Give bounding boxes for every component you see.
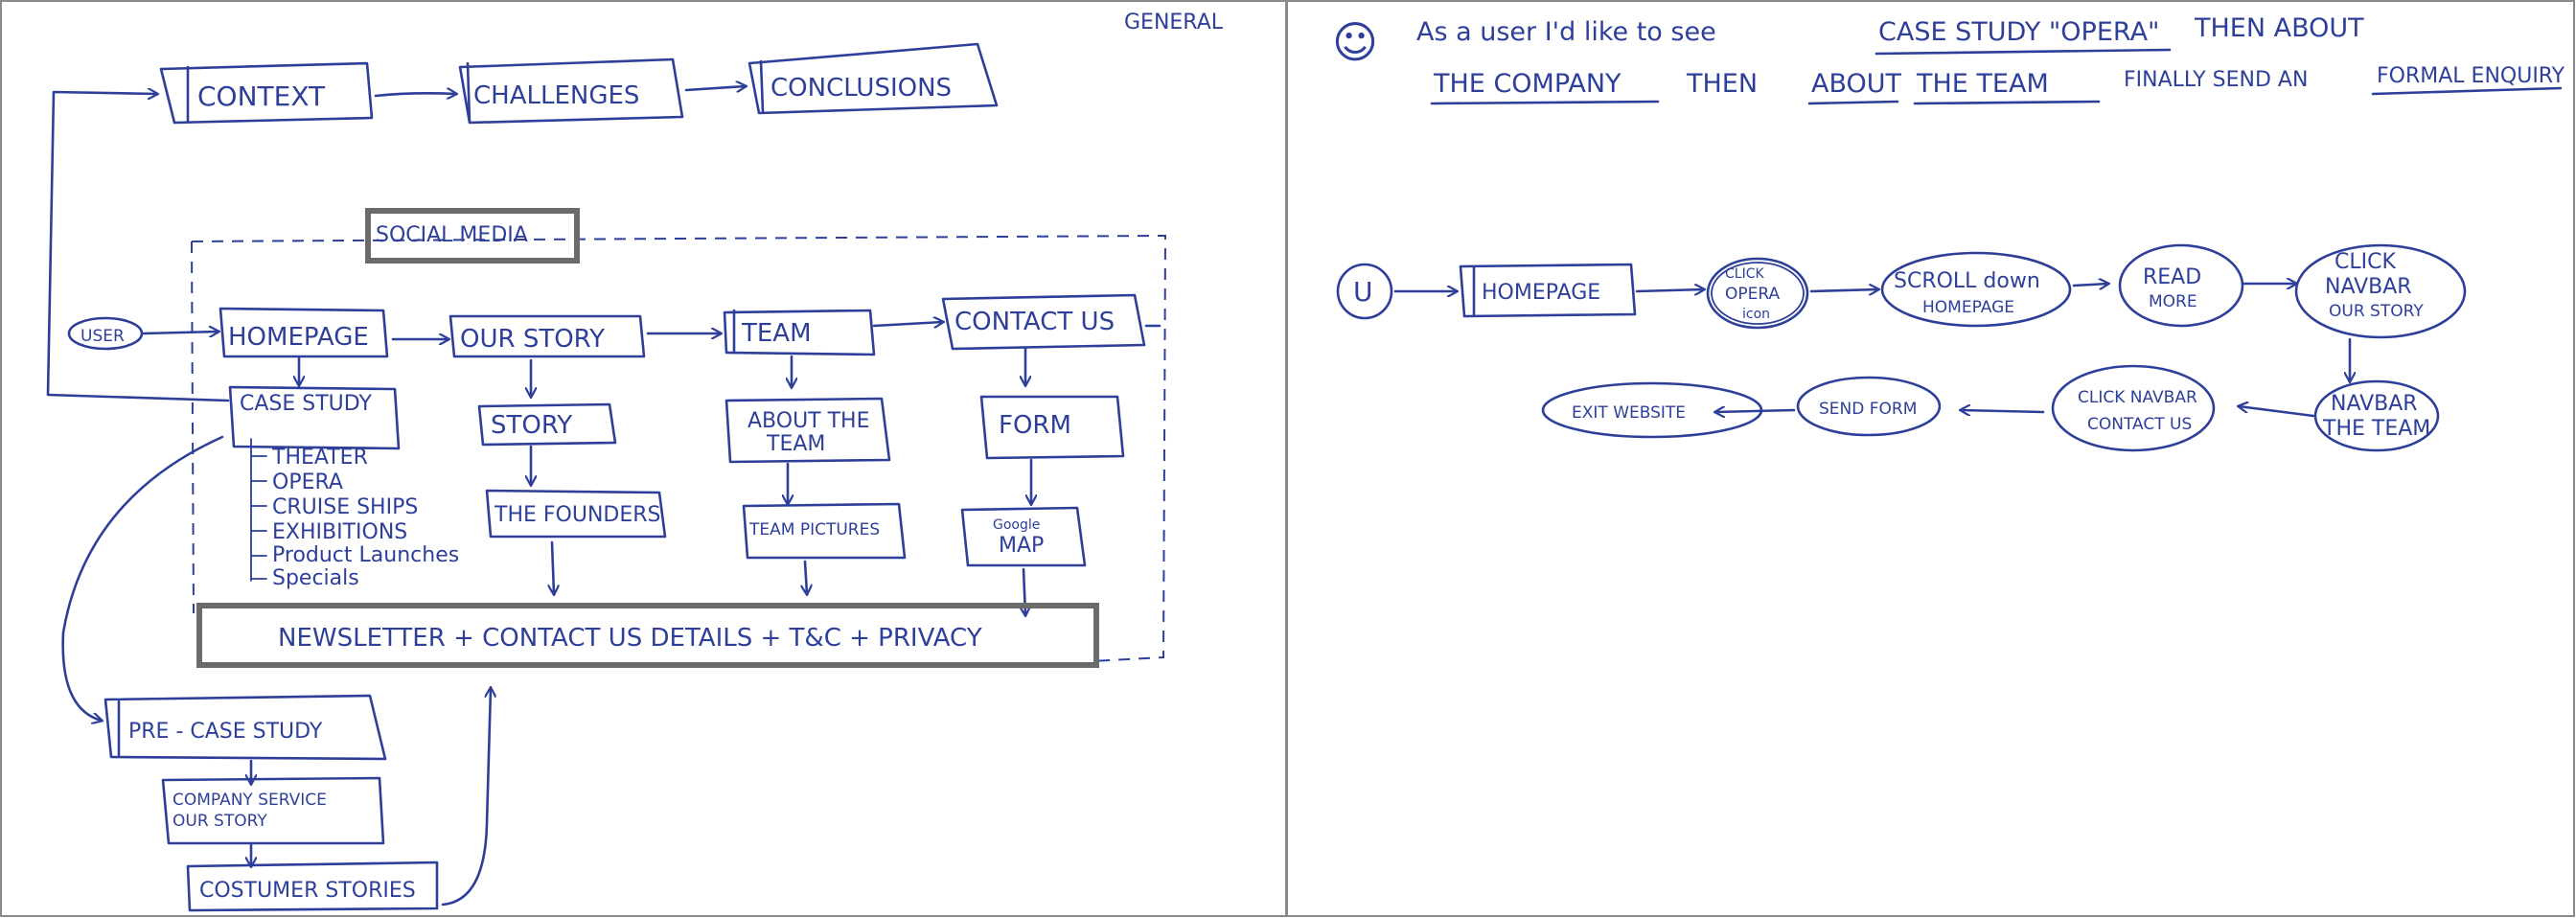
about-team-box: ABOUT THE TEAM	[724, 397, 891, 464]
case-item-product-launches: Product Launches	[272, 543, 459, 567]
story-box: STORY	[477, 402, 617, 447]
case-study-list: THEATER OPERA CRUISE SHIPS EXHIBITIONS P…	[250, 438, 459, 590]
scroll-down-label-1: SCROLL down	[1894, 269, 2040, 293]
flow-homepage-box: HOMEPAGE	[1459, 263, 1637, 318]
dashed-region	[191, 234, 1167, 662]
user-node: USER	[67, 316, 144, 351]
conclusions-box: CONCLUSIONS	[748, 42, 999, 115]
send-form-node: SEND FORM	[1796, 376, 1942, 437]
customer-stories-label: COSTUMER STORIES	[199, 879, 416, 903]
navbar-contact-label-1: CLICK NAVBAR	[2078, 388, 2197, 407]
story-the-team: THE TEAM	[1916, 69, 2049, 99]
story-case-study-opera: CASE STUDY "OPERA"	[1878, 17, 2159, 47]
user-flow-node: U	[1336, 263, 1393, 320]
story-formal-enquiry: FORMAL ENQUIRY	[2377, 64, 2565, 88]
footer-label: NEWSLETTER + CONTACT US DETAILS + T&C + …	[278, 624, 982, 653]
story-then: THEN	[1686, 69, 1758, 99]
navbar-team-label-1: NAVBAR	[2331, 392, 2418, 416]
about-team-label-1: ABOUT THE	[748, 409, 870, 433]
pre-case-study-box: PRE - CASE STUDY	[104, 694, 387, 761]
map-box: Google MAP	[960, 506, 1087, 567]
navbar-our-story-label-1: CLICK	[2334, 250, 2396, 274]
stories-to-footer-arrow	[441, 688, 491, 907]
pre-case-study-label: PRE - CASE STUDY	[128, 720, 323, 744]
navbar-contact-node: CLICK NAVBAR CONTACT US	[2051, 364, 2216, 452]
navbar-team-node: NAVBAR THE TEAM	[2313, 379, 2440, 452]
form-label: FORM	[999, 411, 1071, 440]
navbar-our-story-node: CLICK NAVBAR OUR STORY	[2294, 243, 2467, 339]
team-label: TEAM	[741, 319, 812, 348]
team-box: TEAM	[723, 309, 876, 356]
founders-box: THE FOUNDERS	[485, 489, 667, 539]
user-label: USER	[80, 327, 125, 346]
scroll-down-label-2: HOMEPAGE	[1922, 298, 2014, 317]
loop-to-context-arrow	[46, 92, 230, 402]
general-label: GENERAL	[1124, 11, 1224, 34]
story-about: ABOUT	[1811, 69, 1902, 99]
homepage-box: HOMEPAGE	[218, 307, 389, 358]
social-media-label: SOCIAL MEDIA	[376, 223, 528, 247]
flow-homepage-label: HOMEPAGE	[1482, 281, 1600, 305]
team-pictures-box: TEAM PICTURES	[742, 502, 907, 560]
context-label: CONTEXT	[197, 80, 326, 112]
map-label-1: Google	[993, 517, 1040, 533]
read-more-node: READ MORE	[2118, 243, 2244, 328]
case-item-theater: THEATER	[271, 446, 368, 470]
navbar-contact-label-2: CONTACT US	[2087, 415, 2192, 434]
contact-us-label: CONTACT US	[954, 308, 1115, 336]
right-sheet-frame	[1286, 0, 2575, 917]
case-study-label: CASE STUDY	[240, 392, 373, 416]
exit-website-label: EXIT WEBSITE	[1572, 403, 1686, 423]
about-team-label-2: TEAM	[766, 432, 825, 456]
navbar-team-label-2: THE TEAM	[2322, 417, 2430, 441]
footer-box: NEWSLETTER + CONTACT US DETAILS + T&C + …	[196, 603, 1099, 668]
story-label: STORY	[491, 411, 572, 440]
our-story-label: OUR STORY	[460, 325, 605, 354]
scroll-down-node: SCROLL down HOMEPAGE	[1880, 251, 2072, 328]
click-opera-node: CLICK OPERA icon	[1706, 257, 1809, 330]
homepage-label: HOMEPAGE	[228, 323, 369, 352]
navbar-our-story-label-3: OUR STORY	[2329, 302, 2424, 321]
company-service-label-2: OUR STORY	[172, 812, 267, 831]
case-item-specials: Specials	[272, 566, 359, 590]
challenges-label: CHALLENGES	[473, 81, 639, 110]
social-media-box: SOCIAL MEDIA	[365, 208, 580, 264]
case-item-opera: OPERA	[272, 470, 343, 494]
case-study-to-pre-arrow	[61, 435, 224, 721]
story-the-company: THE COMPANY	[1433, 69, 1622, 99]
user-flow-label: U	[1353, 276, 1373, 308]
case-item-exhibitions: EXHIBITIONS	[272, 520, 407, 544]
contact-us-box: CONTACT US	[941, 293, 1146, 351]
conclusions-label: CONCLUSIONS	[770, 74, 952, 103]
customer-stories-box: COSTUMER STORIES	[186, 861, 439, 912]
map-label-2: MAP	[999, 534, 1044, 558]
case-study-box: CASE STUDY	[228, 385, 401, 450]
context-box: CONTEXT	[159, 61, 374, 125]
exit-website-node: EXIT WEBSITE	[1541, 381, 1763, 439]
company-service-label-1: COMPANY SERVICE	[172, 791, 327, 810]
send-form-label: SEND FORM	[1819, 400, 1917, 419]
click-opera-label-2: OPERA	[1725, 285, 1780, 304]
story-line-1-pre: As a user I'd like to see	[1416, 17, 1716, 47]
form-box: FORM	[979, 395, 1125, 460]
story-line-1-post: THEN ABOUT	[2194, 13, 2364, 43]
case-item-cruise-ships: CRUISE SHIPS	[272, 495, 418, 519]
user-to-homepage-arrow	[142, 332, 218, 333]
click-opera-label-3: icon	[1742, 307, 1770, 322]
story-line-2-post: FINALLY SEND AN	[2124, 68, 2308, 92]
smiley-icon: ☺	[1332, 16, 1378, 68]
team-pictures-label: TEAM PICTURES	[748, 520, 880, 539]
read-more-label-2: MORE	[2149, 292, 2197, 311]
navbar-our-story-label-2: NAVBAR	[2325, 275, 2412, 299]
company-service-box: COMPANY SERVICE OUR STORY	[161, 776, 385, 845]
our-story-box: OUR STORY	[448, 314, 646, 358]
founders-label: THE FOUNDERS	[494, 503, 661, 527]
click-opera-label-1: CLICK	[1725, 266, 1764, 282]
challenges-box: CHALLENGES	[458, 57, 684, 125]
context-to-challenges-arrow	[374, 93, 456, 96]
challenges-to-conclusions-arrow	[684, 86, 746, 90]
read-more-label-1: READ	[2143, 265, 2201, 289]
